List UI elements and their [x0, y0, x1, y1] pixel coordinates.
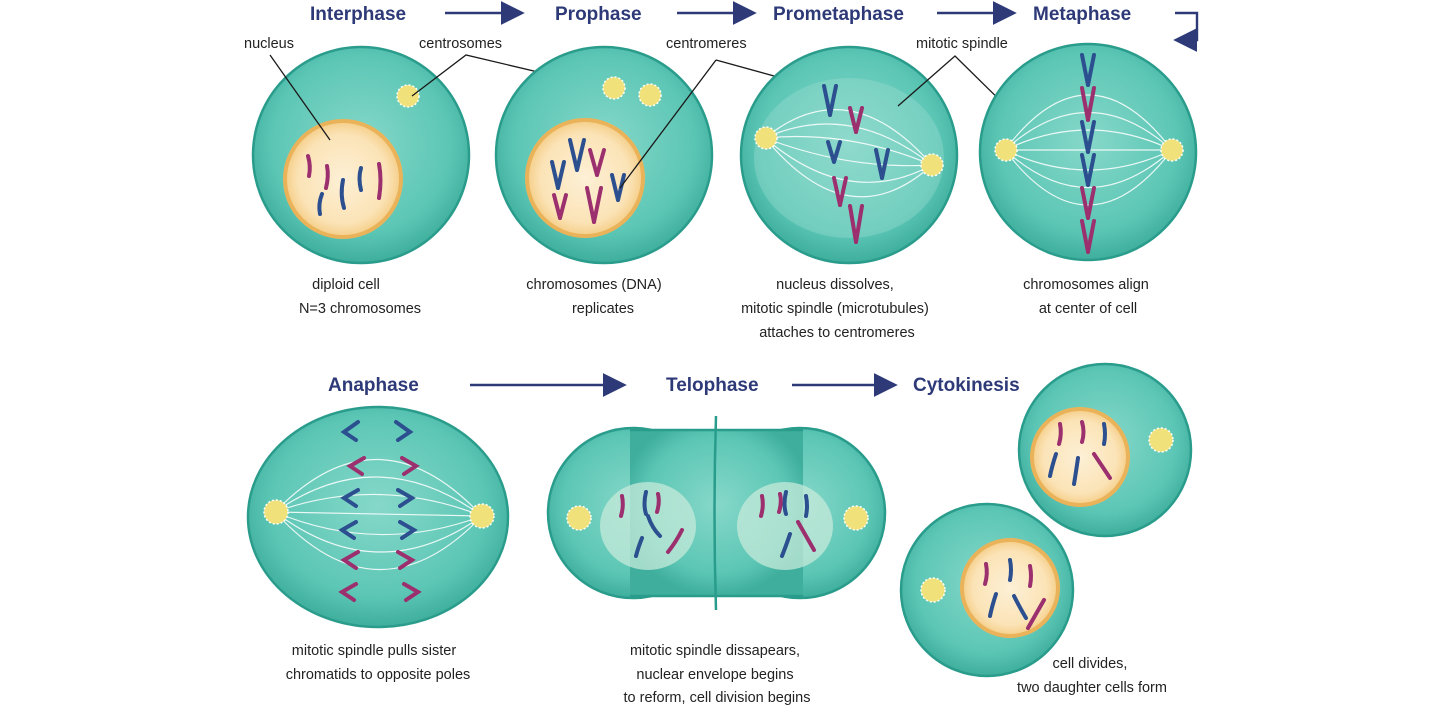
cell-telophase [546, 415, 887, 611]
centrosome [754, 126, 778, 150]
phase-title-cytokinesis: Cytokinesis [913, 375, 1020, 396]
centrosome [638, 83, 662, 107]
cell-prophase [494, 45, 714, 265]
chromosomes [550, 138, 626, 224]
cell-interphase [251, 45, 471, 265]
phase-title-prometaphase: Prometaphase [773, 4, 904, 25]
caption-interphase: diploid cell N=3 chromosomes [299, 277, 421, 317]
leader-centromeres [619, 59, 717, 189]
chromosomes [1048, 420, 1112, 486]
daughter-cell-upper [1017, 362, 1193, 538]
label-nucleus: nucleus [244, 36, 294, 52]
caption-anaphase: mitotic spindle pulls sister chromatids … [286, 643, 471, 683]
centrosome [920, 153, 944, 177]
caption-metaphase: chromosomes align at center of cell [1023, 277, 1153, 317]
chromosomes [822, 84, 890, 244]
centrosome [396, 84, 420, 108]
centrosome [994, 138, 1018, 162]
centrosome [1148, 427, 1174, 453]
label-centromeres: centromeres [666, 36, 747, 52]
sister-chromatids-left [338, 420, 366, 602]
chromosomes-right-daughter [759, 490, 816, 558]
mitotic-spindle-fibers [274, 458, 483, 571]
arrow-metaphase-turn [1173, 11, 1199, 52]
centrosome [566, 505, 592, 531]
centrosome [602, 76, 626, 100]
centrosome [920, 577, 946, 603]
phase-title-anaphase: Anaphase [328, 375, 419, 396]
cell-anaphase [246, 405, 510, 629]
chromosomes [306, 154, 383, 216]
cell-metaphase [978, 42, 1198, 262]
label-centrosomes: centrosomes [419, 36, 502, 52]
chromosomes-left-daughter [619, 490, 684, 558]
label-mitotic-spindle: mitotic spindle [916, 36, 1008, 52]
centrosome [263, 499, 289, 525]
phase-title-metaphase: Metaphase [1033, 4, 1131, 25]
caption-cytokinesis: cell divides, two daughter cells form [1017, 656, 1167, 696]
leader-nucleus [269, 54, 331, 141]
centrosome [469, 503, 495, 529]
phase-title-telophase: Telophase [666, 375, 759, 396]
phase-title-prophase: Prophase [555, 4, 642, 25]
sister-chromatids-right [394, 420, 422, 602]
daughter-cell-lower [899, 502, 1075, 678]
caption-prometaphase: nucleus dissolves, mitotic spindle (micr… [741, 277, 933, 341]
centrosome [1160, 138, 1184, 162]
chromosomes [983, 558, 1046, 630]
phase-title-interphase: Interphase [310, 4, 406, 25]
centrosome [843, 505, 869, 531]
caption-prophase: chromosomes (DNA) replicates [526, 277, 665, 317]
chromosomes-aligned [1080, 53, 1096, 254]
caption-telophase: mitotic spindle dissapears, nuclear enve… [624, 643, 811, 706]
cell-prometaphase [739, 45, 959, 265]
